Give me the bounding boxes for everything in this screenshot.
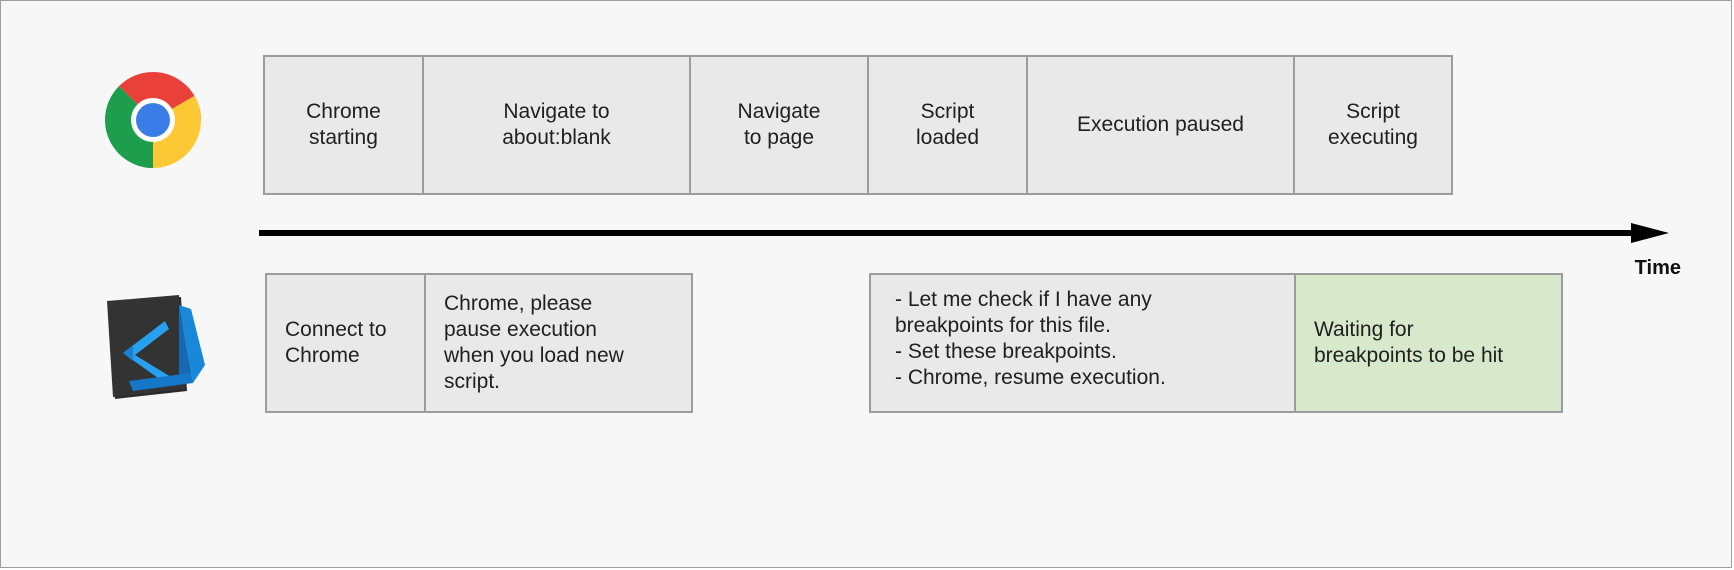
script-executing-box: Script executing [1293,55,1453,195]
time-arrow [259,223,1669,243]
box-label: Script loaded [915,100,980,149]
pause-request-box: Chrome, please pause execution when you … [424,273,693,413]
box-label: Chrome, please pause execution when you … [444,292,624,393]
box-label: Script executing [1328,100,1418,149]
box-label: Chrome starting [306,100,381,149]
time-axis-label: Time [1634,257,1681,279]
box-label: Navigate to page [737,100,821,149]
box-label: Connect to Chrome [285,318,387,367]
script-loaded-box: Script loaded [867,55,1028,195]
vscode-logo-icon [107,295,205,399]
connect-chrome-box: Connect to Chrome [265,273,426,413]
navigate-page-box: Navigate to page [689,55,869,195]
waiting-breakpoints-box: Waiting for breakpoints to be hit [1294,273,1563,413]
navigate-blank-box: Navigate to about:blank [422,55,691,195]
box-label: - Let me check if I have any breakpoints… [895,288,1166,389]
box-label: Waiting for breakpoints to be hit [1314,318,1504,367]
chrome-starting-box: Chrome starting [263,55,424,195]
box-label: Execution paused [1077,113,1244,136]
execution-paused-box: Execution paused [1026,55,1295,195]
box-label: Navigate to about:blank [502,100,611,149]
set-breakpoints-box: - Let me check if I have any breakpoints… [869,273,1296,413]
chrome-logo-icon [105,72,201,168]
